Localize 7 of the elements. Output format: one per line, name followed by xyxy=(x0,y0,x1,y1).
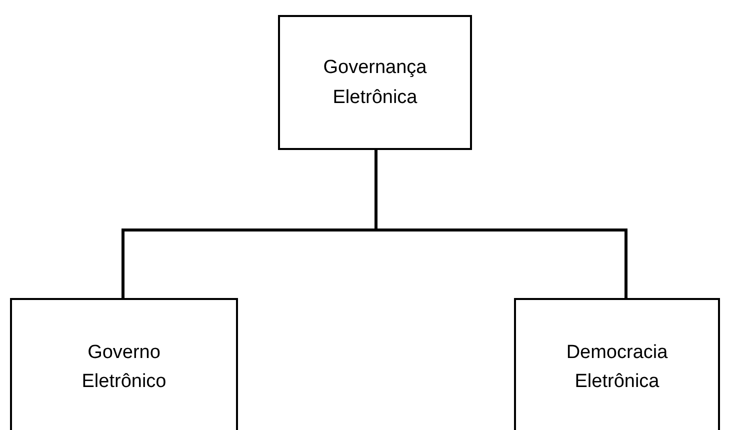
org-box xyxy=(278,15,472,150)
connector-line xyxy=(374,150,628,298)
org-box xyxy=(10,298,238,430)
org-box xyxy=(514,298,720,430)
box-label: Democracia Eletrônica xyxy=(565,341,669,394)
box-label: Governança Eletrônica xyxy=(322,56,428,110)
box-label: Governo Eletrônico xyxy=(80,341,168,394)
